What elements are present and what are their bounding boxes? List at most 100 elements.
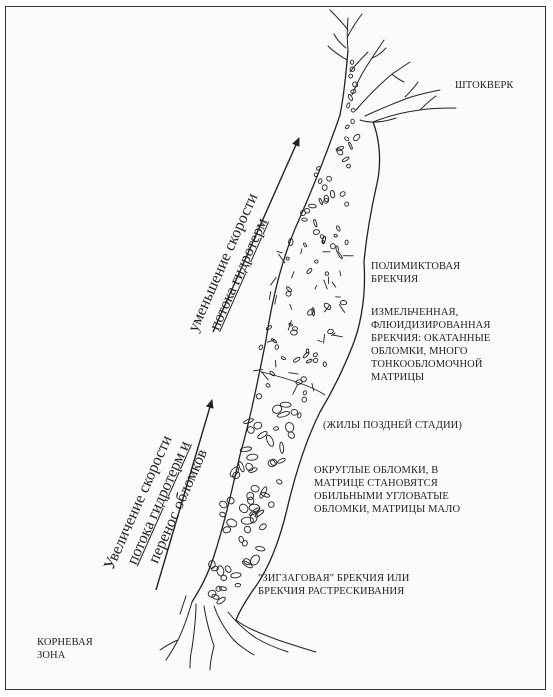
breccia-fragment <box>293 356 301 363</box>
label-rounded-fragments-line1: ОКРУГЛЫЕ ОБЛОМКИ, В <box>314 465 438 478</box>
breccia-fragment <box>344 201 349 207</box>
breccia-fragment <box>314 173 318 177</box>
breccia-fragment <box>344 136 350 141</box>
breccia-fragment <box>326 175 333 182</box>
breccia-fragment <box>243 525 252 534</box>
breccia-fragment <box>313 229 320 235</box>
breccia-fragment <box>332 282 336 288</box>
breccia-fragment <box>261 492 271 498</box>
breccia-fragment <box>313 219 318 227</box>
breccia-fragment <box>258 523 267 531</box>
inner-vein <box>262 372 325 395</box>
breccia-fragment <box>269 458 278 467</box>
breccia-fragment <box>224 565 232 574</box>
breccia-fragment <box>277 410 290 418</box>
breccia-fragment <box>246 454 258 461</box>
label-rounded-fragments-line4: ОБЛОМКИ, МАТРИЦЫ МАЛО <box>314 504 460 517</box>
label-polymict-breccia-line2: БРЕКЧИЯ <box>371 274 418 287</box>
breccia-fragment <box>288 320 291 330</box>
breccia-fragment <box>306 268 313 275</box>
breccia-fragment <box>322 236 326 243</box>
label-rounded-fragments-line3: ОБИЛЬНЫМИ УГЛОВАТЫЕ <box>314 491 449 504</box>
label-milled-breccia-line5: ТОНКООБЛОМОЧНОЙ <box>371 359 483 372</box>
breccia-fragment <box>293 384 298 394</box>
breccia-fragment <box>330 243 336 249</box>
label-milled-breccia-line6: МАТРИЦЫ <box>371 372 424 385</box>
label-milled-breccia-line3: БРЕКЧИЯ: ОКАТАННЫЕ <box>371 333 490 346</box>
breccia-fragment <box>279 442 284 454</box>
root-zone <box>160 596 316 670</box>
breccia-fragment <box>324 305 329 312</box>
breccia-fragment <box>340 300 347 305</box>
breccia-fragment <box>302 397 307 403</box>
breccia-fragment <box>253 421 262 430</box>
breccia-fragment <box>336 225 341 231</box>
breccia-fragment <box>324 334 325 343</box>
breccia-fragment <box>323 302 332 311</box>
breccia-fragment <box>241 540 248 547</box>
breccia-fragment <box>302 218 308 221</box>
breccia-fragment <box>323 362 327 367</box>
breccia-fragment <box>303 390 308 395</box>
breccia-fragment <box>313 357 319 363</box>
breccia-fragment <box>276 479 283 485</box>
breccia-fragment <box>315 285 317 289</box>
breccia-fragment <box>292 271 295 278</box>
breccia-fragment <box>275 344 279 349</box>
breccia-fragment <box>302 352 309 359</box>
breccia-fragment <box>291 409 298 415</box>
breccia-fragment <box>267 501 275 509</box>
breccia-fragment <box>248 467 258 473</box>
label-zigzag-breccia-line2: БРЕКЧИЯ РАСТРЕСКИВАНИЯ <box>258 586 404 599</box>
breccia-fragment <box>303 243 307 248</box>
breccia-fragment <box>241 517 254 525</box>
breccia-fragment <box>339 191 346 198</box>
breccia-fragment <box>275 295 277 304</box>
breccia-fragment <box>321 240 324 244</box>
breccia-fragment <box>266 325 272 331</box>
breccia-fragment <box>219 511 226 517</box>
breccia-fragment <box>345 240 349 245</box>
breccia-fragment <box>222 526 231 533</box>
breccia-fragment <box>269 291 271 300</box>
breccia-fragment <box>244 462 254 472</box>
breccia-fragment <box>235 583 241 587</box>
breccia-fragment <box>301 249 302 255</box>
breccia-fragment <box>340 271 341 277</box>
breccia-fragment <box>253 369 263 371</box>
breccia-fragment <box>221 575 227 581</box>
breccia-fragment <box>231 470 241 480</box>
breccia-fragment <box>330 190 335 198</box>
label-zigzag-breccia-line1: "ЗИГЗАГОВАЯ" БРЕКЧИЯ ИЛИ <box>258 573 409 586</box>
breccia-fragment <box>351 108 356 112</box>
breccia-fragment <box>313 352 319 357</box>
breccia-fragment <box>322 185 327 191</box>
breccia-fragment <box>211 594 219 601</box>
breccia-fragment <box>276 251 282 253</box>
breccia-fragment <box>351 119 354 124</box>
breccia-fragment <box>277 457 286 464</box>
breccia-fragment <box>324 271 329 276</box>
label-milled-breccia-line2: ФЛЮИДИЗИРОВАННАЯ <box>371 320 490 333</box>
breccia-fragment <box>256 393 263 400</box>
breccia-fragment <box>238 502 250 514</box>
breccia-fragment <box>265 434 275 447</box>
breccia-fragment <box>318 178 323 184</box>
breccia-fragment <box>324 280 328 290</box>
breccia-fragment <box>304 208 310 214</box>
breccia-fragment <box>306 308 314 316</box>
breccia-fragment <box>250 484 259 492</box>
breccia-fragment <box>308 204 316 208</box>
breccia-fragment <box>270 277 276 285</box>
breccia-fragment <box>327 329 334 335</box>
breccia-fragment <box>348 142 353 150</box>
breccia-fragment <box>288 373 298 375</box>
breccia-fragment <box>337 252 343 259</box>
breccia-fragment <box>349 74 353 78</box>
breccia-fragment <box>285 422 295 433</box>
breccia-fragment <box>280 402 291 408</box>
breccia-fragment <box>334 234 338 238</box>
breccia-fragment <box>345 124 350 129</box>
breccia-fragment <box>318 340 323 342</box>
breccia-fragment <box>300 376 307 382</box>
